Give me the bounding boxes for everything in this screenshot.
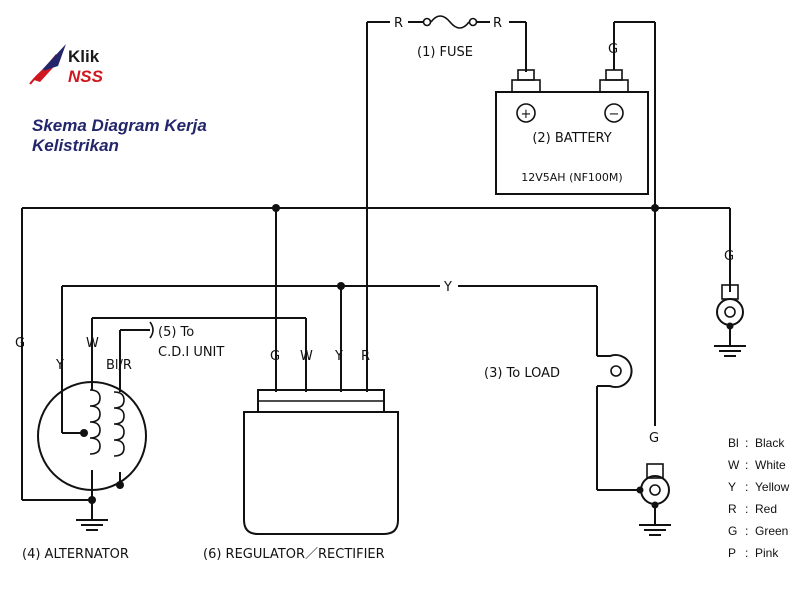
wire-label-r: R — [361, 349, 370, 364]
coil-icon — [113, 391, 125, 457]
legend-color-name: Pink — [755, 546, 779, 560]
logo-klik-text: Klik — [68, 47, 100, 66]
regulator-label: (6) REGULATOR／RECTIFIER — [203, 547, 385, 562]
legend-separator: : — [745, 436, 748, 450]
legend-separator: : — [745, 480, 748, 494]
ground-bus: G G — [15, 204, 734, 501]
wire-label-g: G — [649, 431, 659, 446]
legend-separator: : — [745, 546, 748, 560]
rocket-icon — [29, 44, 66, 85]
alternator-label: (4) ALTERNATOR — [22, 547, 129, 562]
page-title-line1: Skema Diagram Kerja — [32, 116, 207, 135]
wire-label-g: G — [15, 336, 25, 351]
legend-code: W — [728, 458, 740, 472]
legend-code: G — [728, 524, 737, 538]
fuse-icon — [430, 15, 470, 29]
battery-plus-icon: + — [521, 107, 532, 122]
fuse-label: (1) FUSE — [417, 45, 473, 60]
load-bulb: (3) To LOAD — [484, 354, 638, 491]
cdi-label-line2: C.D.I UNIT — [158, 345, 224, 360]
wire-label-y: Y — [334, 349, 343, 364]
alternator: Y W Bl/R (4) ALTERNATOR — [22, 317, 306, 562]
legend-color-name: Yellow — [755, 480, 790, 494]
wire-label-r: R — [493, 16, 502, 31]
battery-minus-icon: − — [609, 107, 620, 122]
battery-spec: 12V5AH (NF100M) — [521, 171, 622, 184]
brand-logo: Klik NSS — [29, 44, 104, 86]
wire-label-y: Y — [55, 358, 64, 373]
legend-separator: : — [745, 524, 748, 538]
legend-code: P — [728, 546, 736, 560]
legend-color-name: Black — [755, 436, 785, 450]
legend-code: Bl — [728, 436, 739, 450]
wire-label-g: G — [270, 349, 280, 364]
legend-color-name: Red — [755, 502, 777, 516]
load-label: (3) To LOAD — [484, 366, 560, 381]
indicator-lamp-bottom: G — [636, 208, 671, 536]
legend-color-name: Green — [755, 524, 788, 538]
logo-nss-text: NSS — [68, 67, 104, 86]
cdi-label-line1: (5) To — [158, 325, 194, 340]
wire-label-w: W — [300, 349, 313, 364]
wire-label-g: G — [608, 42, 618, 57]
fuse-circuit: R R (1) FUSE — [366, 15, 527, 392]
legend-separator: : — [745, 502, 748, 516]
indicator-lamp-top — [714, 284, 746, 357]
wire-label-r: R — [394, 16, 403, 31]
battery-label: (2) BATTERY — [532, 131, 611, 146]
regulator-rectifier: G W Y R (6) REGULATOR／RECTIFIER — [203, 208, 399, 562]
legend-code: R — [728, 502, 737, 516]
page-title-line2: Kelistrikan — [32, 136, 119, 155]
legend-color-name: White — [755, 458, 786, 472]
wire-label-blr: Bl/R — [106, 358, 132, 373]
wire-label-y: Y — [443, 280, 452, 295]
legend-separator: : — [745, 458, 748, 472]
wire-label-w: W — [86, 336, 99, 351]
battery: + − (2) BATTERY 12V5AH (NF100M) G — [495, 21, 656, 208]
yellow-wire: Y — [61, 280, 598, 356]
wire-label-g: G — [724, 249, 734, 264]
coil-icon — [89, 389, 101, 455]
legend-code: Y — [728, 480, 736, 494]
